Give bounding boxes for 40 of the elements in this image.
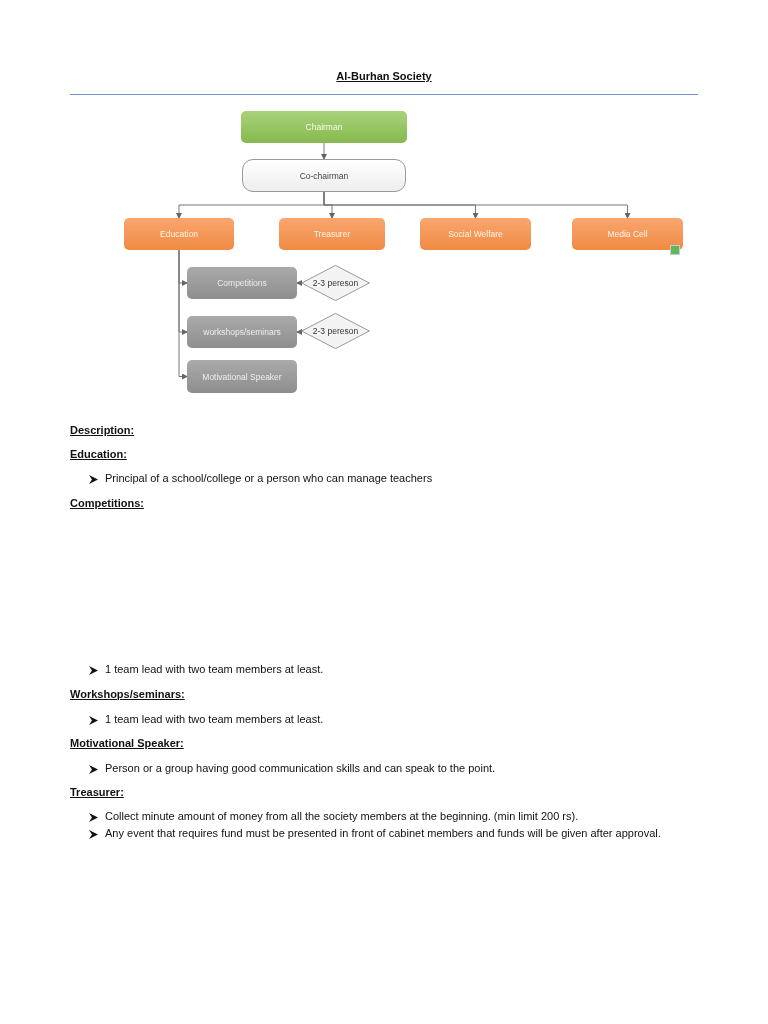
section-heading: Treasurer:: [70, 786, 124, 798]
node-label: Competitions: [217, 278, 267, 288]
bullet-text: Person or a group having good communication skills and can speak to the point.: [105, 762, 496, 774]
node-label: workshops/seminars: [203, 327, 281, 337]
department-box: [279, 218, 385, 250]
node-label: 2-3 pereson: [312, 326, 359, 336]
section-heading: Workshops/seminars:: [70, 688, 185, 700]
node-label: Chairman: [305, 122, 343, 132]
node-label: Co-chairman: [299, 170, 349, 181]
bullet-text: 1 team lead with two team members at least.: [105, 663, 324, 675]
team-box: [187, 360, 297, 393]
node-label: Treasurer: [313, 229, 351, 239]
section-heading: Education:: [70, 448, 127, 460]
department-box: [124, 218, 234, 250]
department-box: [420, 218, 531, 250]
connector-arrow: [323, 191, 631, 219]
section-heading: Competitions:: [70, 497, 144, 509]
bullet-text: Principal of a school/college or a person who can manage teachers: [105, 472, 433, 484]
connector-arrow: [178, 249, 188, 380]
section-heading: Description:: [70, 424, 135, 436]
team-box: [187, 316, 297, 348]
connector-arrow: [296, 329, 302, 335]
department-box: [572, 218, 683, 250]
decision-diamond: [301, 313, 370, 349]
role-box: [242, 159, 406, 192]
section-heading: Motivational Speaker:: [70, 737, 184, 749]
bullet-text: Any event that requires fund must be presented in front of cabinet members and funds will be given after approval.: [105, 827, 661, 839]
role-box: [241, 111, 407, 143]
bullet-text: 1 team lead with two team members at least.: [105, 713, 324, 725]
node-label: Motivational Speaker: [202, 371, 282, 382]
connector-arrow: [296, 280, 302, 286]
node-label: Education: [160, 229, 198, 239]
node-label: Social Welfare: [448, 229, 503, 239]
team-box: [187, 267, 297, 299]
bullet-text: Collect minute amount of money from all the society members at the beginning. (min limit 200 rs).: [105, 810, 579, 822]
document-title: Al-Burhan Society: [335, 70, 433, 82]
connector-arrow: [321, 142, 327, 160]
node-label: Media Cell: [607, 229, 648, 239]
node-label: 2-3 pereson: [312, 278, 359, 288]
decision-diamond: [301, 265, 370, 301]
